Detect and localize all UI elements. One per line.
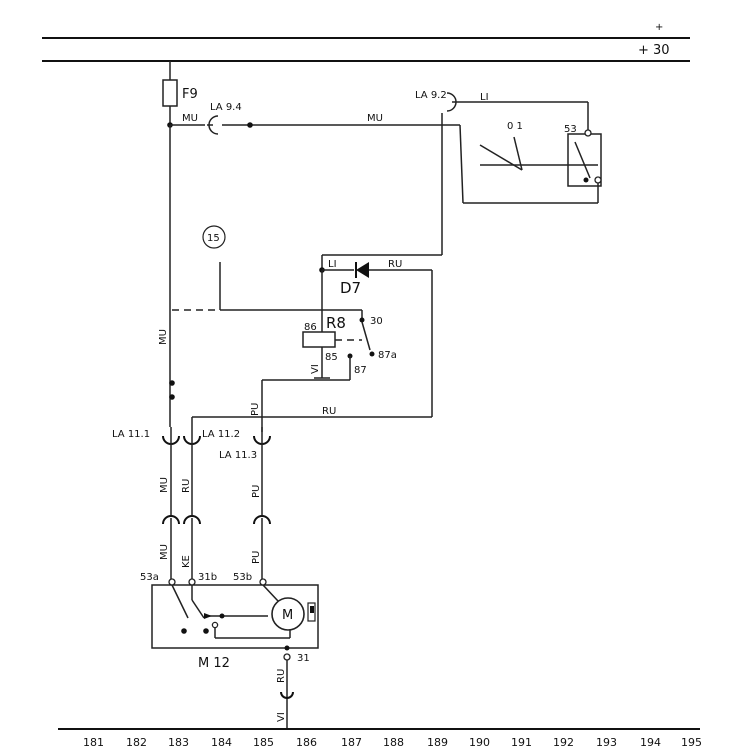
motor-53a-label: 53a (140, 572, 159, 583)
wire-li-label-1: LI (480, 92, 489, 103)
ruler-187: 187 (341, 736, 362, 749)
mu-supply-line: MU LA 9.4 MU (167, 102, 599, 204)
rail-plus-label: + (655, 22, 663, 33)
wire-li-label-2: LI (328, 259, 337, 270)
ruler-189: 189 (427, 736, 448, 749)
wire-vi-label-2: VI (276, 712, 287, 722)
ruler-188: 188 (383, 736, 404, 749)
motor-label: M 12 (198, 656, 230, 671)
wire-pu-label-1: PU (250, 403, 261, 416)
diode-label: D7 (340, 279, 361, 297)
ruler-191: 191 (511, 736, 532, 749)
connector-la94-label: LA 9.4 (210, 102, 242, 113)
ruler-186: 186 (296, 736, 317, 749)
wire-mu-label-4: MU (159, 477, 170, 493)
motor-53b-label: 53b (233, 572, 252, 583)
wire-mu-label-1: MU (182, 113, 198, 124)
motor-31-label: 31 (297, 653, 310, 664)
motor-symbol: M (282, 608, 293, 623)
relay-87-label: 87 (354, 365, 367, 376)
ruler-183: 183 (168, 736, 189, 749)
connector-la113-label: LA 11.3 (219, 450, 257, 461)
reference-label: 15 (207, 233, 220, 244)
motor-m12: 53a 31b 53b M M 12 31 RU VI (140, 572, 319, 729)
reference-15: 15 (172, 225, 226, 311)
wire-pu-label-2: PU (251, 485, 262, 498)
grid-ruler: 181 182 183 184 185 186 187 188 189 190 … (58, 728, 702, 749)
wire-ru-label-2: RU (322, 406, 336, 417)
ruler-194: 194 (640, 736, 661, 749)
mu-vertical: MU (158, 125, 175, 427)
ruler-185: 185 (253, 736, 274, 749)
ruler-184: 184 (211, 736, 232, 749)
relay-85-label: 85 (325, 352, 338, 363)
ruler-192: 192 (553, 736, 574, 749)
relay-30-label: 30 (370, 316, 383, 327)
relay-label: R8 (326, 314, 346, 332)
connector-la92-label: LA 9.2 (415, 90, 447, 101)
wire-ru-label-1: RU (388, 259, 402, 270)
wire-pu-label-3: PU (251, 551, 262, 564)
connector-la111-label: LA 11.1 (112, 429, 150, 440)
wire-ru-label-3: RU (181, 479, 192, 493)
fuse-f9: F9 (162, 61, 198, 125)
fuse-label: F9 (182, 87, 198, 102)
supply-rails: + + 30 (42, 22, 690, 62)
switch-positions-label: 0 1 (507, 121, 523, 132)
ruler-181: 181 (83, 736, 104, 749)
connector-la11: LA 11.1 LA 11.2 LA 11.3 MU RU PU MU KE P… (112, 427, 271, 580)
wire-mu-label-2: MU (367, 113, 383, 124)
wire-mu-label-3: MU (158, 329, 169, 345)
relay-87a-label: 87a (378, 350, 397, 361)
wire-vi-label-1: VI (310, 364, 321, 374)
switch-53: 53 0 1 (479, 121, 602, 187)
wire-ru-label-4: RU (276, 669, 287, 683)
relay-86-label: 86 (304, 322, 317, 333)
wire-ke-label: KE (181, 555, 192, 568)
ru-pu-wires: RU PU (191, 403, 432, 427)
ruler-190: 190 (469, 736, 490, 749)
connector-la112-label: LA 11.2 (202, 429, 240, 440)
switch-terminal-label: 53 (564, 124, 577, 135)
relay-r8: 86 R8 30 85 87a 87 VI (219, 262, 397, 432)
ruler-182: 182 (126, 736, 147, 749)
wire-mu-label-5: MU (159, 544, 170, 560)
motor-31b-label: 31b (198, 572, 217, 583)
ruler-195: 195 (681, 736, 702, 749)
li-line: LA 9.2 LI (415, 90, 589, 255)
rail-30-label: + 30 (638, 43, 670, 58)
diode-d7: LI RU D7 (319, 254, 442, 417)
ruler-193: 193 (596, 736, 617, 749)
